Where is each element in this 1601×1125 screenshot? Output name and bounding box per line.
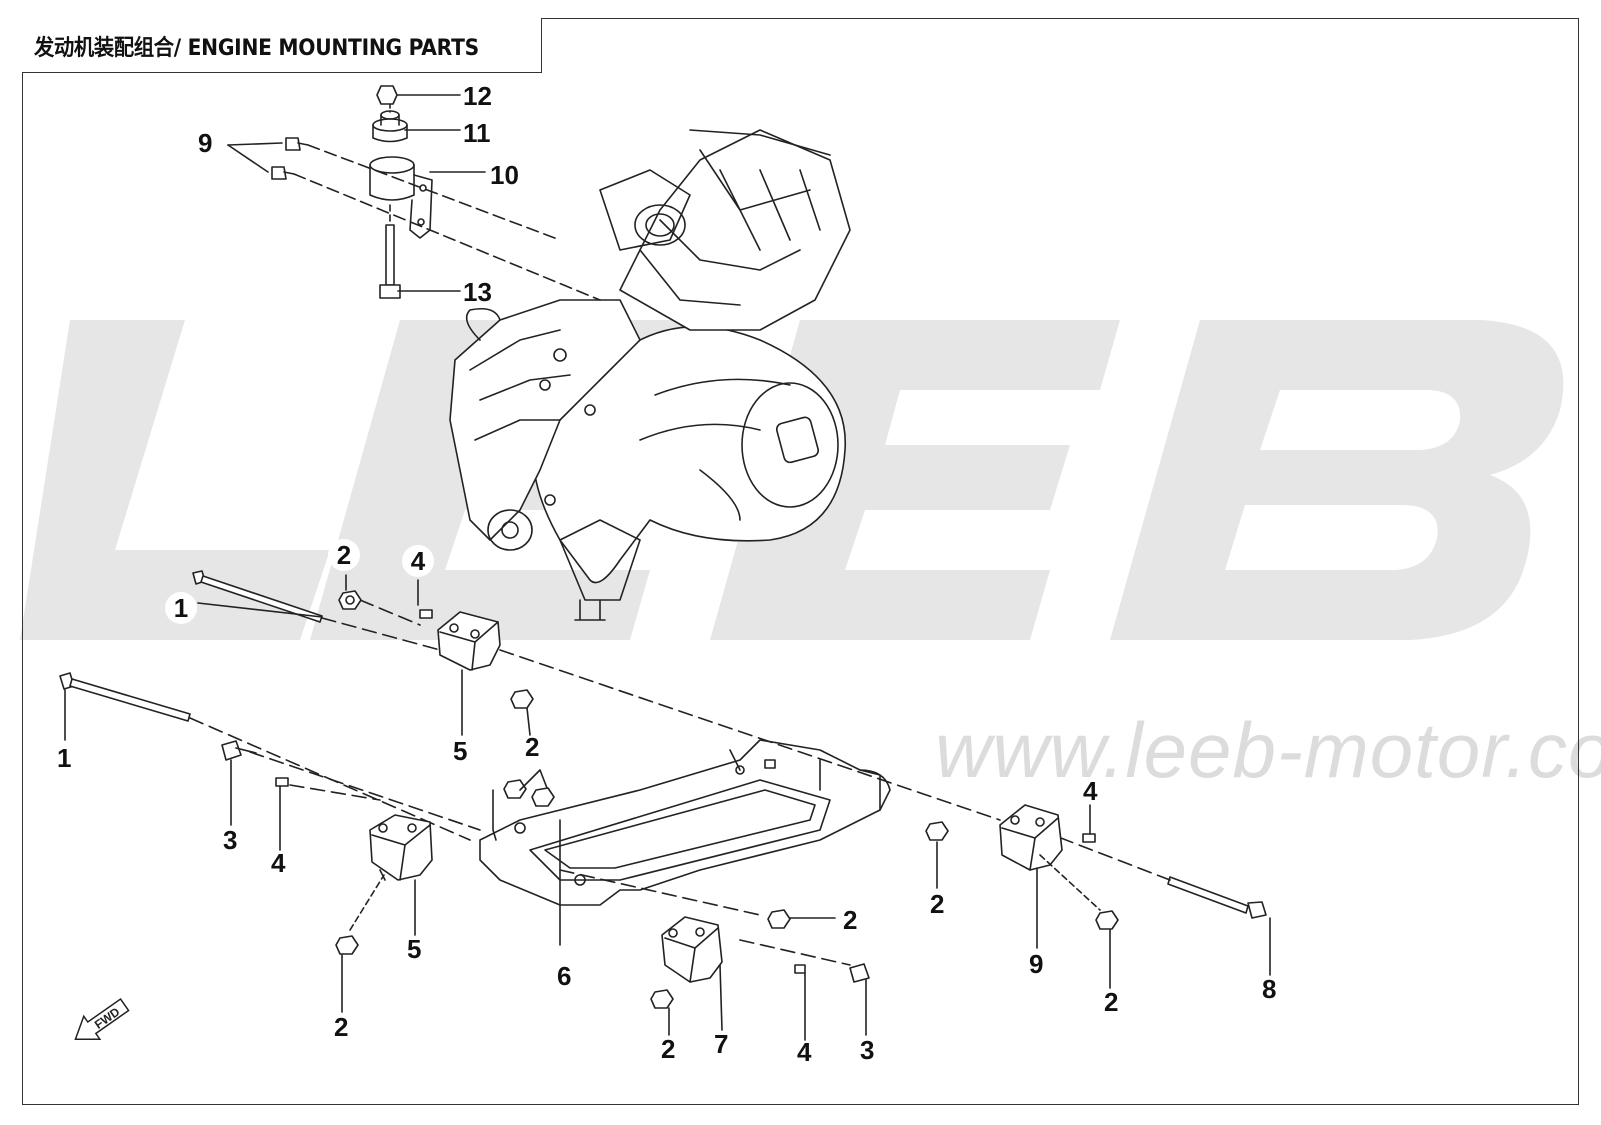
- leader-lines: [64, 574, 1271, 1041]
- callout-2[interactable]: 2: [843, 905, 858, 935]
- rubber-mount-7: [661, 916, 723, 983]
- through-bolts-1: [59, 570, 1267, 919]
- top-mount-parts: [227, 85, 601, 301]
- rubber-mount-5-upper: [419, 609, 501, 671]
- callout-2[interactable]: 2: [525, 732, 540, 762]
- callout-6[interactable]: 6: [557, 961, 572, 991]
- callout-5[interactable]: 5: [407, 934, 422, 964]
- rubber-mount-5-lower: [369, 814, 433, 881]
- callout-11[interactable]: 11: [463, 118, 491, 148]
- engine-assembly: [449, 129, 851, 621]
- callout-8[interactable]: 8: [1262, 974, 1277, 1004]
- callout-12[interactable]: 12: [463, 81, 492, 111]
- nut-2-a: [338, 590, 362, 610]
- assembly-axis-lines: [189, 599, 1171, 966]
- callout-5[interactable]: 5: [453, 736, 468, 766]
- callout-3[interactable]: 3: [860, 1035, 875, 1065]
- title-box: 发动机装配组合/ ENGINE MOUNTING PARTS: [22, 18, 542, 73]
- callout-9[interactable]: 9: [198, 128, 213, 158]
- diagram-border: [22, 18, 1579, 1105]
- callout-7[interactable]: 7: [714, 1029, 729, 1059]
- callout-4[interactable]: 4: [1083, 776, 1098, 806]
- callout-13[interactable]: 13: [463, 277, 492, 307]
- mounting-frame-6: [479, 739, 891, 906]
- callout-2[interactable]: 2: [334, 1012, 349, 1042]
- callout-2[interactable]: 2: [930, 889, 945, 919]
- callout-9[interactable]: 9: [1029, 949, 1044, 979]
- callout-1[interactable]: 1: [165, 592, 197, 624]
- rubber-mount-9: [999, 804, 1063, 871]
- callout-4[interactable]: 4: [797, 1037, 812, 1067]
- callout-4[interactable]: 4: [271, 848, 286, 878]
- page-title: 发动机装配组合/ ENGINE MOUNTING PARTS: [34, 36, 479, 61]
- callout-2[interactable]: 2: [1104, 987, 1119, 1017]
- callout-1[interactable]: 1: [57, 743, 72, 773]
- callout-3[interactable]: 3: [223, 825, 238, 855]
- callout-4[interactable]: 4: [402, 545, 434, 577]
- callout-10[interactable]: 10: [490, 160, 519, 190]
- callout-2[interactable]: 2: [328, 539, 360, 571]
- callout-2[interactable]: 2: [661, 1034, 676, 1064]
- watermark-url: www.leeb-motor.com: [935, 706, 1601, 794]
